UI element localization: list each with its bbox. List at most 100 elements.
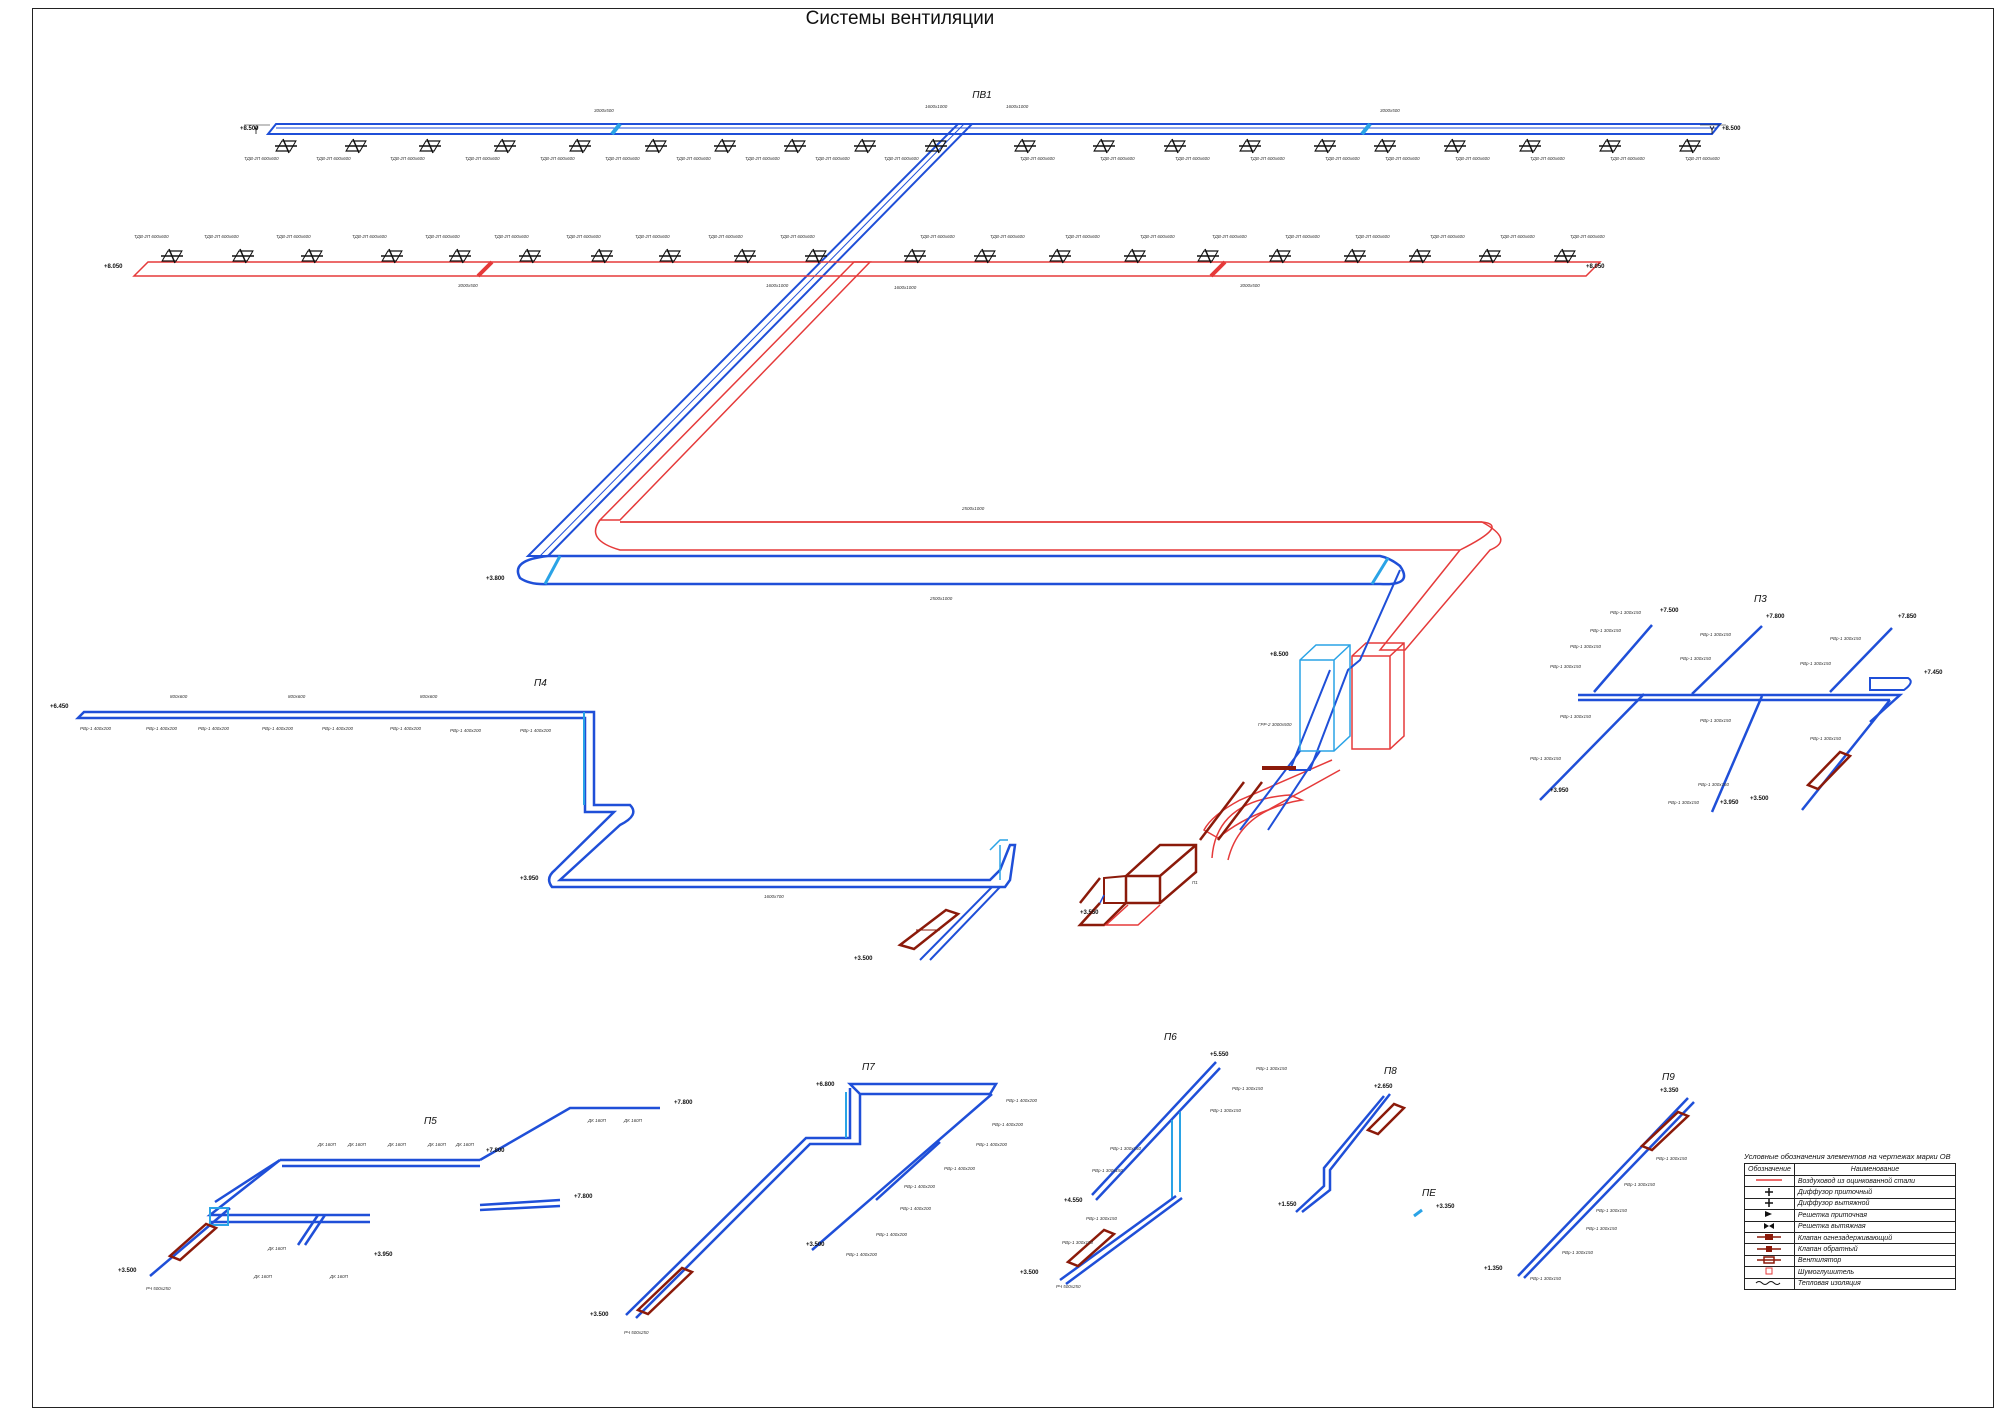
svg-text:РВр-1 300х150: РВр-1 300х150 xyxy=(1086,1216,1118,1221)
check-valve-icon xyxy=(1744,1243,1795,1256)
svg-text:ТДВ-2П 600х600: ТДВ-2П 600х600 xyxy=(1500,234,1535,239)
svg-text:ТДВ-2П 600х600: ТДВ-2П 600х600 xyxy=(1455,156,1490,161)
svg-text:РВр-1 300х150: РВр-1 300х150 xyxy=(1700,632,1732,637)
svg-text:РВр-1 300х150: РВр-1 300х150 xyxy=(1590,628,1622,633)
p6-top-level: +5.550 xyxy=(1210,1052,1229,1058)
legend-item: Клапан обратный xyxy=(1793,1243,1957,1256)
p4-duct xyxy=(74,710,1017,961)
bowtie-icon xyxy=(1744,1220,1795,1233)
svg-text:РВр-1 400х200: РВр-1 400х200 xyxy=(944,1166,976,1171)
svg-text:800х600: 800х600 xyxy=(170,694,188,699)
svg-text:1600х700: 1600х700 xyxy=(764,894,784,899)
svg-text:ТДВ-2П 600х600: ТДВ-2П 600х600 xyxy=(1325,156,1360,161)
damper-icon xyxy=(1744,1231,1795,1245)
p3-top2-level: +7.800 xyxy=(1766,614,1785,620)
svg-text:РВр-1 300х150: РВр-1 300х150 xyxy=(1560,714,1592,719)
svg-text:ТДВ-2П 600х600: ТДВ-2П 600х600 xyxy=(1530,156,1565,161)
unit-level: +8.500 xyxy=(1270,652,1289,658)
svg-text:РВр-1 400х200: РВр-1 400х200 xyxy=(198,726,230,731)
pe-label: ПЕ xyxy=(1422,1188,1436,1199)
svg-text:РВр-1 300х150: РВр-1 300х150 xyxy=(1092,1168,1124,1173)
main-bend-level: +3.800 xyxy=(486,576,505,582)
exhaust-diffusers xyxy=(160,248,1577,264)
svg-text:800х600: 800х600 xyxy=(420,694,438,699)
legend-item: Тепловая изоляция xyxy=(1793,1277,1957,1290)
p7-duct xyxy=(625,1082,999,1319)
svg-text:ТДВ-2П 600х600: ТДВ-2П 600х600 xyxy=(1140,234,1175,239)
page-title: Системы вентиляции xyxy=(805,8,995,29)
svg-text:РВр-1 400х200: РВр-1 400х200 xyxy=(976,1142,1008,1147)
svg-text:РЧ 500х250: РЧ 500х250 xyxy=(146,1286,171,1291)
svg-text:3000х500: 3000х500 xyxy=(1240,283,1260,288)
silencer-icon xyxy=(1744,1266,1795,1279)
p3-b3-level: +3.500 xyxy=(1750,796,1769,802)
svg-text:ТДВ-2П 600х600: ТДВ-2П 600х600 xyxy=(1685,156,1720,161)
svg-text:ТДВ-2П 600х600: ТДВ-2П 600х600 xyxy=(134,234,169,239)
svg-text:1600х1000: 1600х1000 xyxy=(894,285,917,290)
svg-text:ТДВ-2П 600х600: ТДВ-2П 600х600 xyxy=(1020,156,1055,161)
svg-text:ТДВ-2П 600х600: ТДВ-2П 600х600 xyxy=(990,234,1025,239)
p6-label: П6 xyxy=(1164,1032,1177,1043)
legend-header-name: Наименование xyxy=(1793,1163,1957,1176)
svg-text:РВр-1 300х150: РВр-1 300х150 xyxy=(1700,718,1732,723)
svg-text:ТДВ-2П 600х600: ТДВ-2П 600х600 xyxy=(1610,156,1645,161)
svg-text:ТДВ-2П 600х600: ТДВ-2П 600х600 xyxy=(708,234,743,239)
svg-text:РВр-1 300х150: РВр-1 300х150 xyxy=(1232,1086,1264,1091)
p3-b2-level: +3.950 xyxy=(1720,800,1739,806)
svg-text:1600х1000: 1600х1000 xyxy=(1006,104,1029,109)
drawing-frame xyxy=(32,8,1994,1408)
cross-icon xyxy=(1744,1197,1795,1211)
svg-text:ДК 160П: ДК 160П xyxy=(427,1142,447,1147)
p5-r3-level: +7.800 xyxy=(574,1194,593,1200)
svg-text:РЧ 500х250: РЧ 500х250 xyxy=(1056,1284,1081,1289)
svg-text:1600х1000: 1600х1000 xyxy=(925,104,948,109)
svg-text:РВр-1 300х150: РВр-1 300х150 xyxy=(1586,1226,1618,1231)
svg-text:ТДВ-2П 600х600: ТДВ-2П 600х600 xyxy=(494,234,529,239)
svg-text:ТДВ-2П 600х600: ТДВ-2П 600х600 xyxy=(316,156,351,161)
svg-text:ТДВ-2П 600х600: ТДВ-2П 600х600 xyxy=(780,234,815,239)
p4-left-level: +6.450 xyxy=(50,704,69,710)
svg-text:800х600: 800х600 xyxy=(288,694,306,699)
pv1-diffusers xyxy=(274,138,1702,154)
svg-text:РВр-1 300х150: РВр-1 300х150 xyxy=(1596,1208,1628,1213)
ahu-supply-tail xyxy=(1099,894,1105,904)
svg-text:1600х1000: 1600х1000 xyxy=(766,283,789,288)
arrow-right-icon xyxy=(1744,1209,1795,1222)
p7-unit-level: +3.500 xyxy=(590,1312,609,1318)
legend-item: Решетка приточная xyxy=(1793,1209,1957,1222)
svg-text:ТДВ-2П 600х600: ТДВ-2П 600х600 xyxy=(425,234,460,239)
red-line-icon xyxy=(1744,1174,1795,1188)
p6-unit-level: +3.500 xyxy=(1020,1270,1039,1276)
svg-text:ТДВ-2П 600х600: ТДВ-2П 600х600 xyxy=(1100,156,1135,161)
p9-duct xyxy=(1517,1097,1695,1279)
p7-left-level: +3.500 xyxy=(806,1242,825,1248)
svg-text:ТДВ-2П 600х600: ТДВ-2П 600х600 xyxy=(635,234,670,239)
svg-text:РВр-1 300х150: РВр-1 300х150 xyxy=(1110,1146,1142,1151)
svg-text:РЧ 500х250: РЧ 500х250 xyxy=(624,1330,649,1335)
p8-duct xyxy=(1295,1093,1391,1213)
svg-text:ДК 160П: ДК 160П xyxy=(623,1118,643,1123)
exhaust-duct xyxy=(132,260,1602,861)
p4-fan xyxy=(897,908,961,951)
ahu-unit xyxy=(1077,781,1263,927)
legend-item: Решетка вытяжная xyxy=(1793,1220,1957,1233)
svg-text:РВр-1 400х200: РВр-1 400х200 xyxy=(322,726,354,731)
svg-text:ТДВ-2П 600х600: ТДВ-2П 600х600 xyxy=(244,156,279,161)
cross-icon xyxy=(1744,1186,1795,1199)
p3-right-level: +7.450 xyxy=(1924,670,1943,676)
p9-bot-level: +1.350 xyxy=(1484,1266,1503,1272)
svg-text:РВр-1 400х200: РВр-1 400х200 xyxy=(80,726,112,731)
p5-r4-level: +3.950 xyxy=(374,1252,393,1258)
p6-duct xyxy=(1059,1061,1221,1286)
p9-top-level: +3.350 xyxy=(1660,1088,1679,1094)
p3-top3-level: +7.850 xyxy=(1898,614,1917,620)
svg-text:РВр-1 300х150: РВр-1 300х150 xyxy=(1830,636,1862,641)
svg-text:РВр-1 400х200: РВр-1 400х200 xyxy=(262,726,294,731)
exh-left-level: +8.050 xyxy=(104,264,123,270)
legend-item: Шумоглушитель xyxy=(1793,1266,1957,1279)
svg-text:РВр-1 400х200: РВр-1 400х200 xyxy=(846,1252,878,1257)
p4-bend-level: +3.950 xyxy=(520,876,539,882)
